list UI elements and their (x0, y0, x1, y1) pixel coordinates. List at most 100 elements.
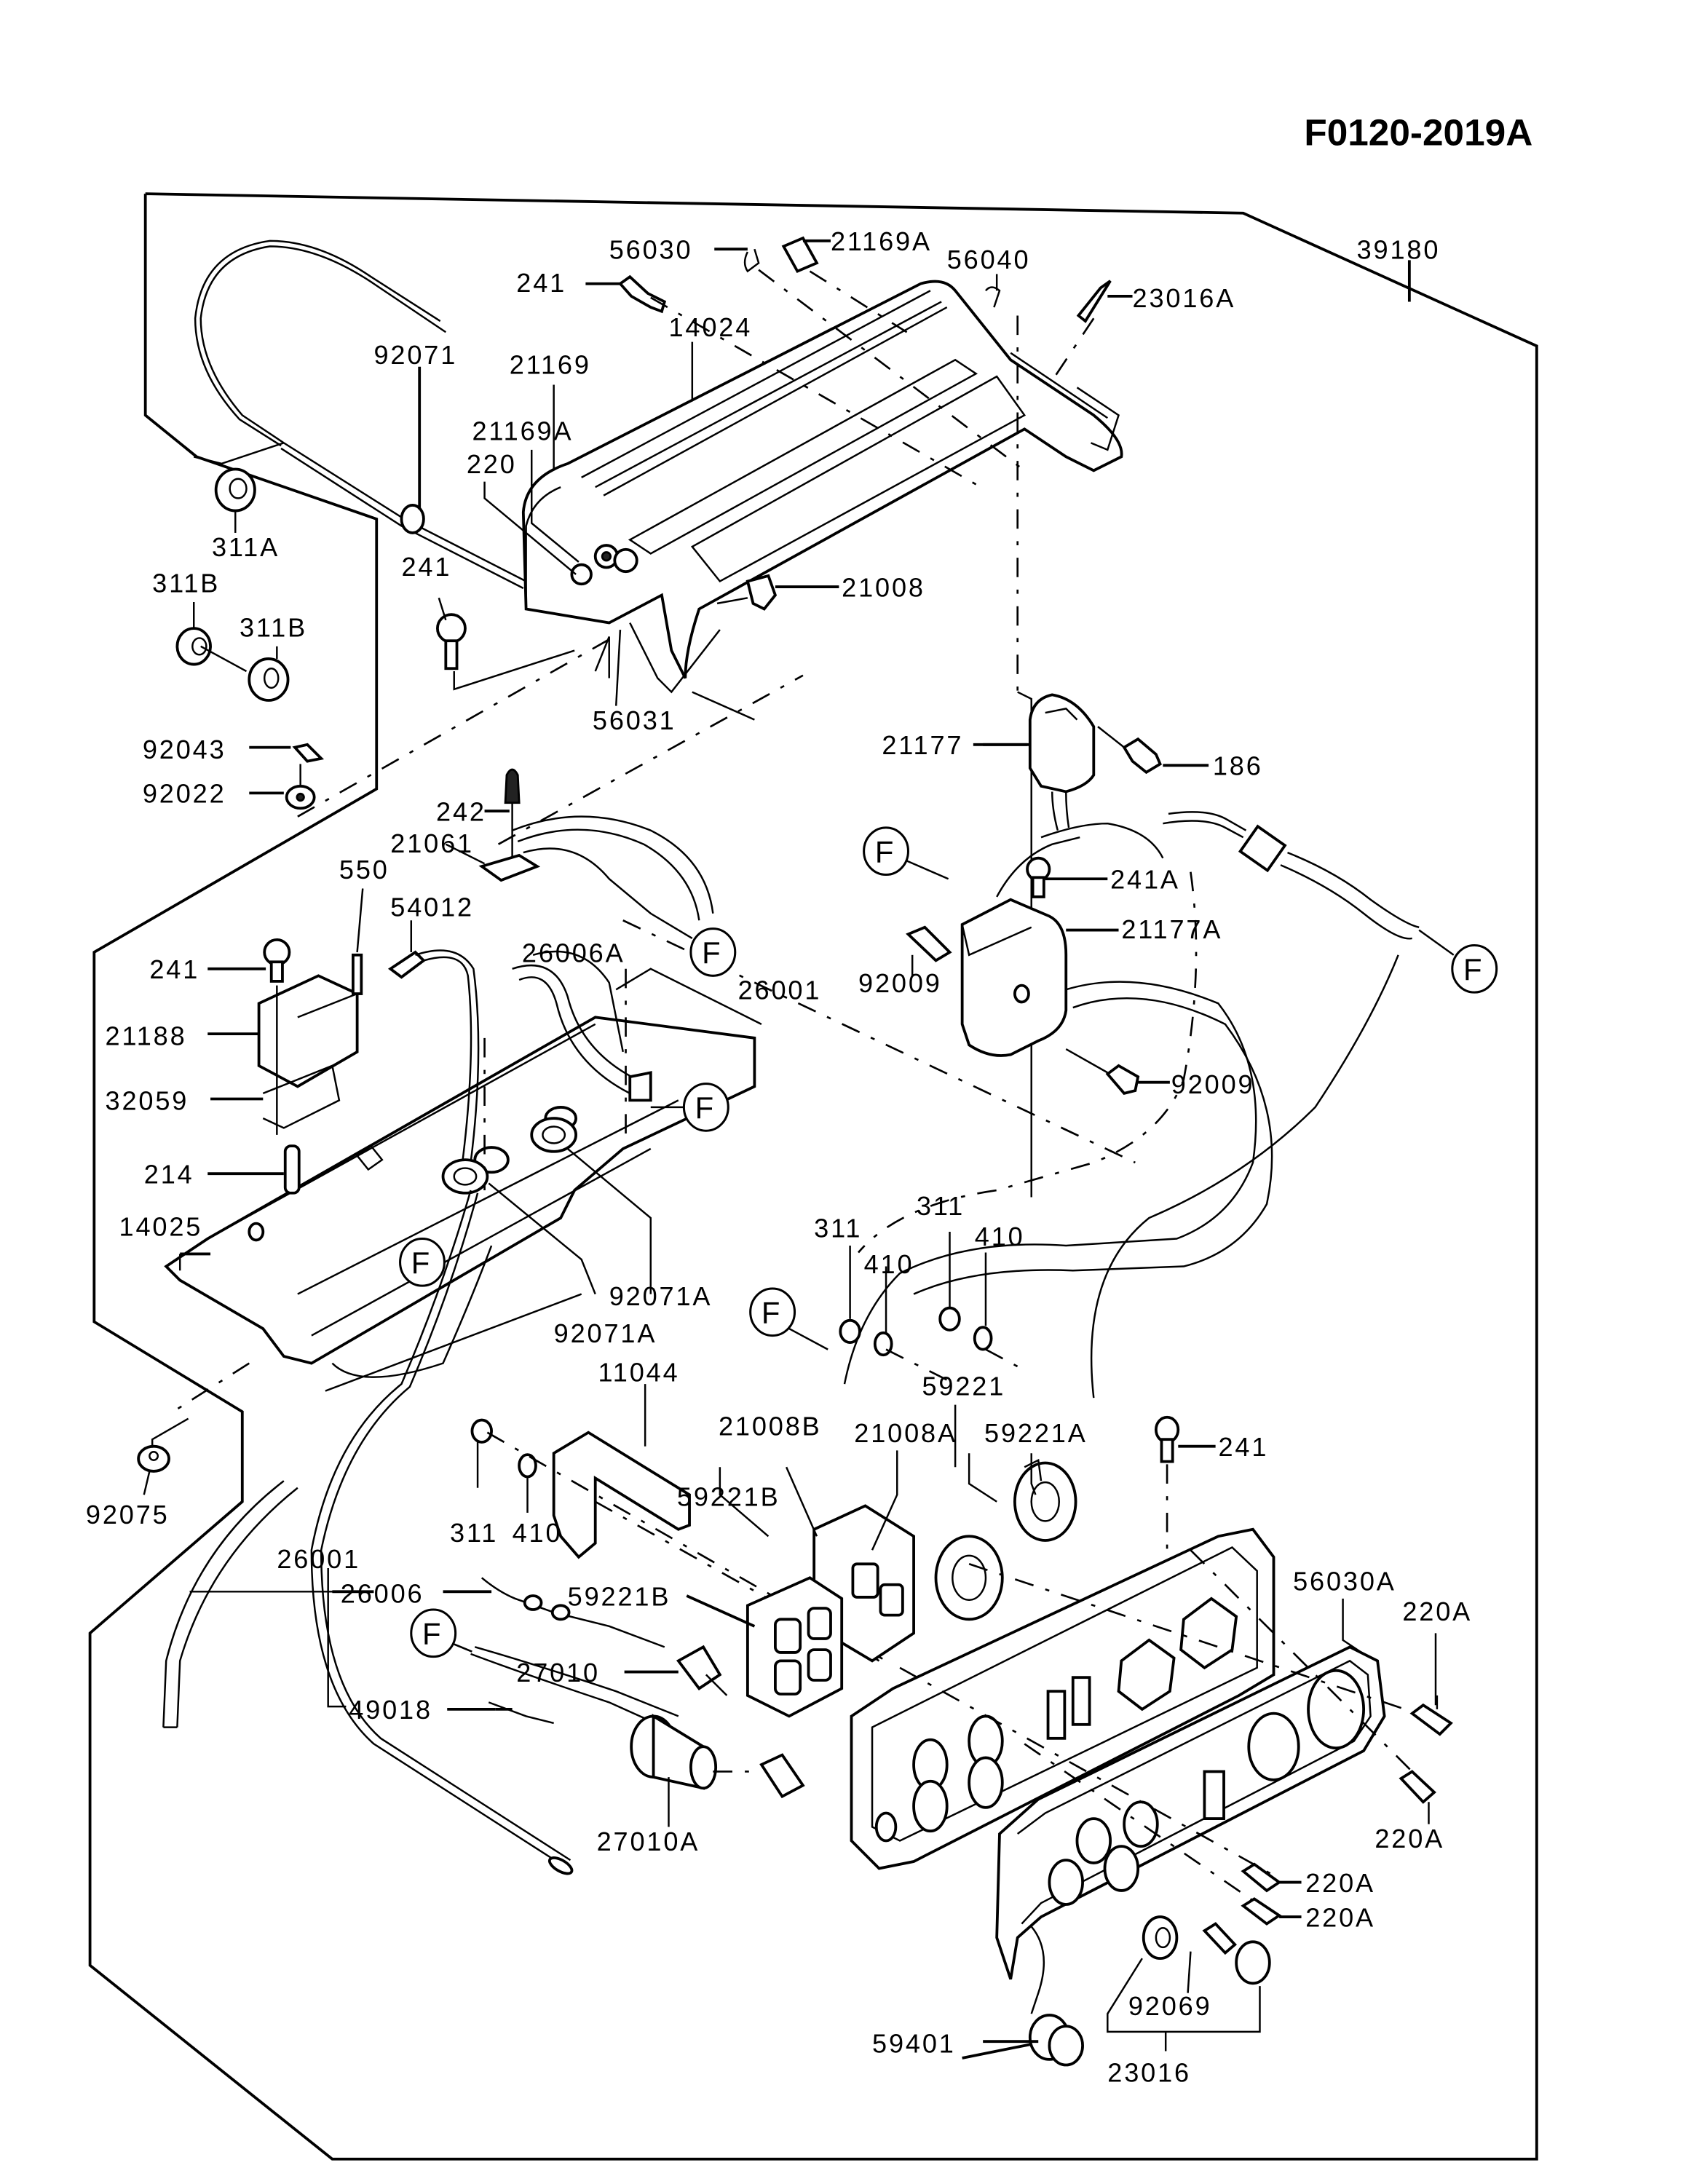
grommet-92071A-left (441, 1158, 489, 1195)
svg-text:F: F (702, 935, 721, 970)
label-26001-top: 26001 (738, 976, 822, 1005)
label-21188: 21188 (106, 1021, 187, 1051)
svg-text:F: F (1463, 952, 1482, 986)
label-186: 186 (1213, 751, 1263, 781)
label-21169A: 21169A (472, 416, 573, 446)
label-59221B-upper: 59221B (677, 1481, 780, 1511)
label-23016A: 23016A (1133, 283, 1236, 313)
screw-220A-1 (1409, 1695, 1453, 1736)
label-21008: 21008 (842, 572, 925, 602)
nut-311-lower (470, 1418, 493, 1488)
label-241A: 241A (1110, 865, 1180, 895)
leader-lines (192, 341, 1437, 2060)
clip-56030 (714, 248, 760, 273)
screw-241-mid (436, 597, 575, 691)
label-59221: 59221 (922, 1371, 1005, 1401)
label-32059: 32059 (106, 1086, 189, 1116)
label-11044: 11044 (598, 1357, 680, 1387)
label-311-b: 311 (917, 1191, 965, 1221)
nut-311B-right (248, 657, 290, 702)
label-27010A: 27010A (597, 1827, 700, 1856)
label-241-mid: 241 (401, 552, 451, 582)
label-23016: 23016 (1107, 2057, 1191, 2087)
label-26001: 26001 (277, 1544, 360, 1574)
screw-92009-right (1065, 1048, 1170, 1096)
ref-marker-f-2: F (1451, 943, 1498, 994)
ref-marker-f-1: F (863, 826, 949, 880)
label-214: 214 (144, 1159, 194, 1189)
label-56040: 56040 (947, 245, 1031, 274)
label-311B-right: 311B (240, 613, 307, 643)
screw-92009-left (906, 925, 952, 976)
label-220A-1: 220A (1402, 1597, 1472, 1626)
label-410-c: 410 (513, 1518, 563, 1548)
label-92022: 92022 (143, 779, 226, 809)
label-550: 550 (339, 855, 389, 885)
label-220: 220 (467, 449, 517, 479)
plug-23016A (1076, 280, 1133, 323)
bracket-11044 (552, 1384, 691, 1559)
cable-49018 (310, 1190, 574, 1875)
grommet-92022 (249, 764, 316, 810)
hook-56031 (614, 629, 622, 706)
label-21061: 21061 (390, 828, 474, 858)
switch-box-21188 (207, 974, 359, 1088)
label-241-top: 241 (516, 268, 566, 298)
clamp-21008 (716, 574, 839, 611)
harness-plug-right (1163, 811, 1455, 956)
label-92071A-upper: 92071A (609, 1281, 713, 1311)
label-410-a: 410 (864, 1249, 914, 1279)
nut-311A (214, 467, 256, 533)
receptacle-59221A (934, 1458, 1077, 1621)
hose-26001-upper (512, 950, 652, 1102)
svg-text:F: F (875, 834, 894, 869)
screw-241A (1026, 856, 1108, 898)
assembly-boundary (88, 192, 1538, 2161)
label-21177A: 21177A (1121, 914, 1222, 944)
label-26006: 26006 (341, 1579, 424, 1609)
harness-27010 (470, 1646, 679, 1728)
label-26006A: 26006A (522, 938, 625, 968)
svg-text:F: F (762, 1295, 780, 1329)
label-220A-3: 220A (1305, 1868, 1375, 1898)
control-cover-14024 (521, 280, 1123, 721)
svg-text:F: F (695, 1091, 714, 1125)
clip-92043 (249, 743, 325, 763)
grommet-92069 (1142, 1915, 1179, 1961)
screw-220A-3 (1241, 1862, 1302, 1893)
ref-marker-f-6: F (749, 1287, 828, 1350)
ref-marker-f-5: F (399, 1238, 446, 1287)
pin-214 (207, 1144, 301, 1195)
grommet-92075 (137, 1417, 189, 1495)
bolt-186 (1097, 726, 1209, 775)
label-311B-left: 311B (152, 569, 220, 598)
label-21008A: 21008A (854, 1418, 957, 1448)
label-92009-right: 92009 (1171, 1069, 1255, 1099)
screw-220A-2 (1399, 1770, 1436, 1824)
connector-lower (713, 1753, 805, 1799)
label-49018: 49018 (349, 1695, 432, 1725)
label-14025: 14025 (119, 1212, 203, 1242)
ignition-unit-21177A (960, 822, 1164, 1057)
plug-26006-chain (480, 1577, 665, 1648)
plug-23016 (1202, 1922, 1271, 1985)
label-59221B-lower: 59221B (568, 1581, 671, 1611)
diagram-title: F0120-2019A (1304, 112, 1532, 154)
label-21177: 21177 (882, 730, 963, 760)
screw-220A-4 (1241, 1897, 1302, 1926)
label-39180: 39180 (1357, 235, 1441, 265)
screw-241-top (585, 274, 667, 314)
label-92071: 92071 (373, 340, 457, 370)
nipple-242 (484, 768, 521, 858)
label-21169A-top: 21169A (831, 226, 932, 256)
label-92069: 92069 (1128, 1991, 1212, 2021)
label-59401: 59401 (872, 2028, 956, 2058)
relay-21177 (983, 693, 1096, 831)
label-56030A: 56030A (1293, 1566, 1396, 1596)
label-27010: 27010 (516, 1658, 600, 1688)
nuts-311-410-upper (839, 1232, 1025, 1385)
label-410-b: 410 (975, 1222, 1025, 1251)
terminal-550 (352, 888, 364, 995)
label-92071A-lower: 92071A (554, 1318, 657, 1348)
